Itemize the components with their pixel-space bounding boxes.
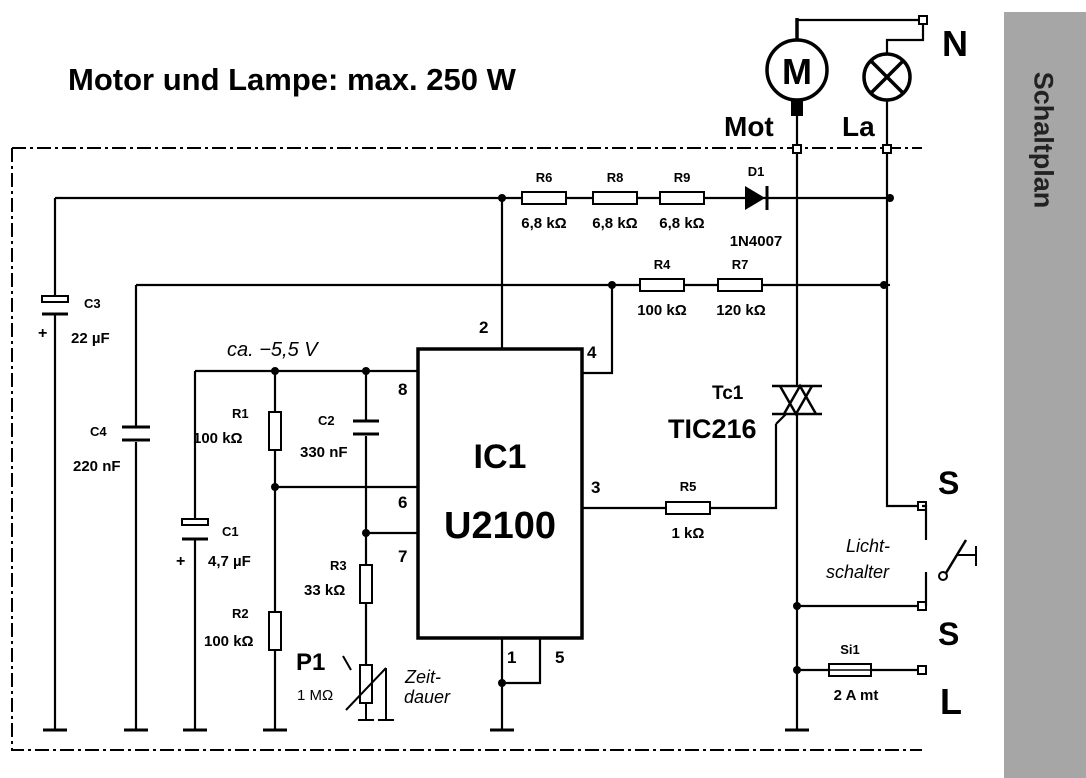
svg-text:P1: P1 <box>296 649 325 676</box>
resistor-r9: R9 6,8 kΩ <box>659 170 705 232</box>
terminals <box>792 15 928 675</box>
ic1: IC1 U2100 2 4 8 6 7 3 1 5 <box>398 318 600 667</box>
svg-text:R2: R2 <box>232 606 249 621</box>
svg-text:2: 2 <box>479 318 488 337</box>
svg-text:8: 8 <box>398 380 407 399</box>
svg-text:1 kΩ: 1 kΩ <box>672 525 705 542</box>
side-tab <box>1004 12 1086 778</box>
resistor-r1: R1 100 kΩ <box>193 406 282 451</box>
svg-text:100 kΩ: 100 kΩ <box>204 633 254 650</box>
svg-text:C2: C2 <box>318 413 335 428</box>
capacitor-c4: C4 220 nF <box>73 424 150 475</box>
svg-text:4: 4 <box>587 343 597 362</box>
motor-symbol: M <box>765 18 829 116</box>
resistor-r2: R2 100 kΩ <box>204 606 282 651</box>
capacitor-c2: C2 330 nF <box>300 413 379 461</box>
svg-text:6: 6 <box>398 493 407 512</box>
svg-text:Si1: Si1 <box>840 642 860 657</box>
svg-text:dauer: dauer <box>404 687 451 707</box>
terminal-s-top: S <box>938 465 959 501</box>
svg-text:22 µF: 22 µF <box>71 330 110 347</box>
title: Motor und Lampe: max. 250 W <box>68 62 517 97</box>
svg-text:R7: R7 <box>732 257 749 272</box>
svg-text:R3: R3 <box>330 558 347 573</box>
svg-text:7: 7 <box>398 547 407 566</box>
resistor-r8: R8 6,8 kΩ <box>592 170 638 232</box>
resistor-r6: R6 6,8 kΩ <box>521 170 567 232</box>
lamp-label: La <box>842 111 875 142</box>
svg-text:33 kΩ: 33 kΩ <box>304 582 345 599</box>
wires <box>53 18 925 730</box>
svg-text:120 kΩ: 120 kΩ <box>716 302 766 319</box>
svg-text:R6: R6 <box>536 170 553 185</box>
diode-d1: D1 1N4007 <box>730 164 783 250</box>
svg-text:3: 3 <box>591 478 600 497</box>
svg-text:6,8 kΩ: 6,8 kΩ <box>659 215 704 232</box>
svg-text:R8: R8 <box>607 170 624 185</box>
resistor-r3: R3 33 kΩ <box>304 558 373 604</box>
triac-tc1: Tc1 TIC216 <box>668 383 822 444</box>
terminal-n: N <box>942 23 968 64</box>
svg-text:TIC216: TIC216 <box>668 414 757 444</box>
svg-text:R1: R1 <box>232 406 249 421</box>
svg-text:330 nF: 330 nF <box>300 444 348 461</box>
svg-text:Licht-: Licht- <box>846 536 890 556</box>
supply-voltage-note: ca. −5,5 V <box>227 339 319 361</box>
svg-text:R5: R5 <box>680 479 697 494</box>
svg-text:1: 1 <box>507 648 516 667</box>
capacitor-c1: + C1 4,7 µF <box>176 518 251 570</box>
svg-text:100 kΩ: 100 kΩ <box>193 430 243 447</box>
svg-text:+: + <box>38 325 47 342</box>
svg-text:U2100: U2100 <box>444 505 556 547</box>
svg-text:C3: C3 <box>84 296 101 311</box>
junction-dots <box>271 194 894 687</box>
terminal-l: L <box>940 681 962 722</box>
svg-text:1N4007: 1N4007 <box>730 233 783 250</box>
potentiometer-p1: P1 1 MΩ Zeit- dauer <box>296 649 451 721</box>
svg-text:C1: C1 <box>222 524 239 539</box>
motor-letter: M <box>782 51 812 92</box>
svg-text:Tc1: Tc1 <box>712 383 744 404</box>
svg-text:schalter: schalter <box>826 562 890 582</box>
motor-label: Mot <box>724 111 774 142</box>
svg-text:220 nF: 220 nF <box>73 458 121 475</box>
svg-text:2 A mt: 2 A mt <box>834 687 879 704</box>
svg-text:100 kΩ: 100 kΩ <box>637 302 687 319</box>
resistor-r7: R7 120 kΩ <box>716 257 766 319</box>
light-switch: Licht- schalter <box>826 504 977 606</box>
terminal-s-bottom: S <box>938 616 959 652</box>
svg-text:6,8 kΩ: 6,8 kΩ <box>521 215 566 232</box>
svg-text:1 MΩ: 1 MΩ <box>297 687 333 704</box>
svg-text:+: + <box>176 553 185 570</box>
svg-text:R9: R9 <box>674 170 691 185</box>
resistor-r5: R5 1 kΩ <box>665 479 711 542</box>
svg-text:4,7 µF: 4,7 µF <box>208 553 251 570</box>
svg-text:D1: D1 <box>748 164 765 179</box>
svg-text:C4: C4 <box>90 424 107 439</box>
lamp-symbol <box>862 52 912 102</box>
enclosure <box>11 147 922 751</box>
svg-text:R4: R4 <box>654 257 671 272</box>
fuse-si1: Si1 2 A mt <box>828 642 879 704</box>
svg-text:6,8 kΩ: 6,8 kΩ <box>592 215 637 232</box>
svg-text:5: 5 <box>555 648 564 667</box>
svg-text:IC1: IC1 <box>474 438 527 476</box>
svg-text:Zeit-: Zeit- <box>404 667 441 687</box>
resistor-r4: R4 100 kΩ <box>637 257 687 319</box>
capacitor-c3: + C3 22 µF <box>38 295 110 347</box>
